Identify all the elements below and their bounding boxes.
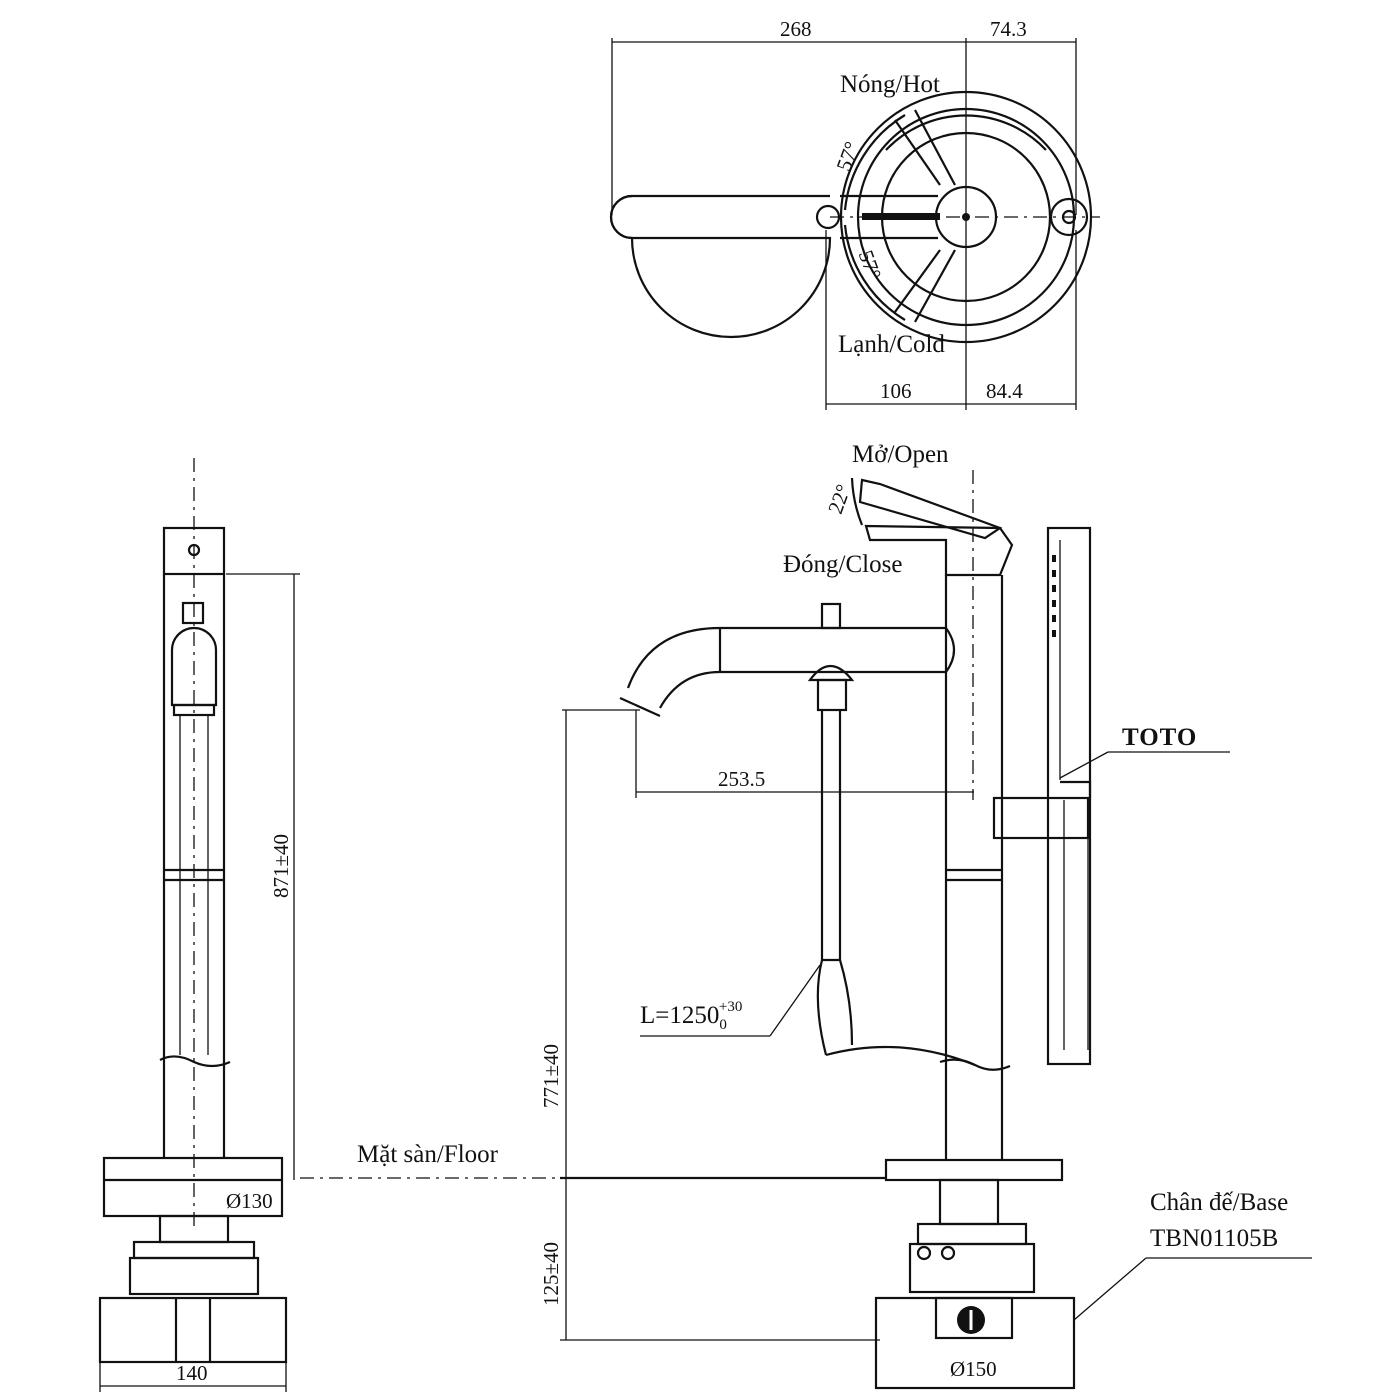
label-hot: Nóng/Hot xyxy=(840,71,940,98)
dim-74-3: 74.3 xyxy=(990,17,1027,41)
angle-57-hot: 57° xyxy=(831,138,864,174)
dim-268: 268 xyxy=(780,17,812,41)
label-cold: Lạnh/Cold xyxy=(838,331,945,358)
label-floor: Mặt sàn/Floor xyxy=(357,1141,499,1168)
front-view: Mở/Open 22° Đóng/Close L=12500 +30 xyxy=(300,441,1312,1390)
side-view: 871±40 Ø130 140 xyxy=(98,458,300,1392)
dim-871: 871±40 xyxy=(269,834,293,898)
dim-125: 125±40 xyxy=(539,1242,563,1306)
dim-106: 106 xyxy=(880,379,912,403)
label-close: Đóng/Close xyxy=(783,551,902,578)
hose-tol-upper: +30 xyxy=(719,999,742,1015)
base-model: TBN01105B xyxy=(1150,1225,1278,1252)
hose-length: L=12500 +30 xyxy=(640,999,742,1033)
angle-22: 22° xyxy=(823,481,856,517)
dim-150: Ø150 xyxy=(950,1357,997,1381)
dim-84-4: 84.4 xyxy=(986,379,1023,403)
top-view: 268 74.3 57° 57° Nóng/Hot Lạnh/Cold xyxy=(609,17,1100,410)
label-base: Chân đế/Base xyxy=(1150,1189,1288,1216)
angle-57-cold: 57° xyxy=(854,247,887,283)
hose-tol-lower: 0 xyxy=(719,1017,727,1033)
label-open: Mở/Open xyxy=(852,441,949,468)
dim-771: 771±40 xyxy=(539,1044,563,1108)
dim-140: 140 xyxy=(176,1361,208,1385)
dim-253-5: 253.5 xyxy=(718,767,765,791)
brand-toto: TOTO xyxy=(1122,724,1197,751)
shower-nozzles xyxy=(1052,555,1056,637)
dim-130: Ø130 xyxy=(226,1189,273,1213)
hose-length-value: L=1250 xyxy=(640,1002,719,1029)
